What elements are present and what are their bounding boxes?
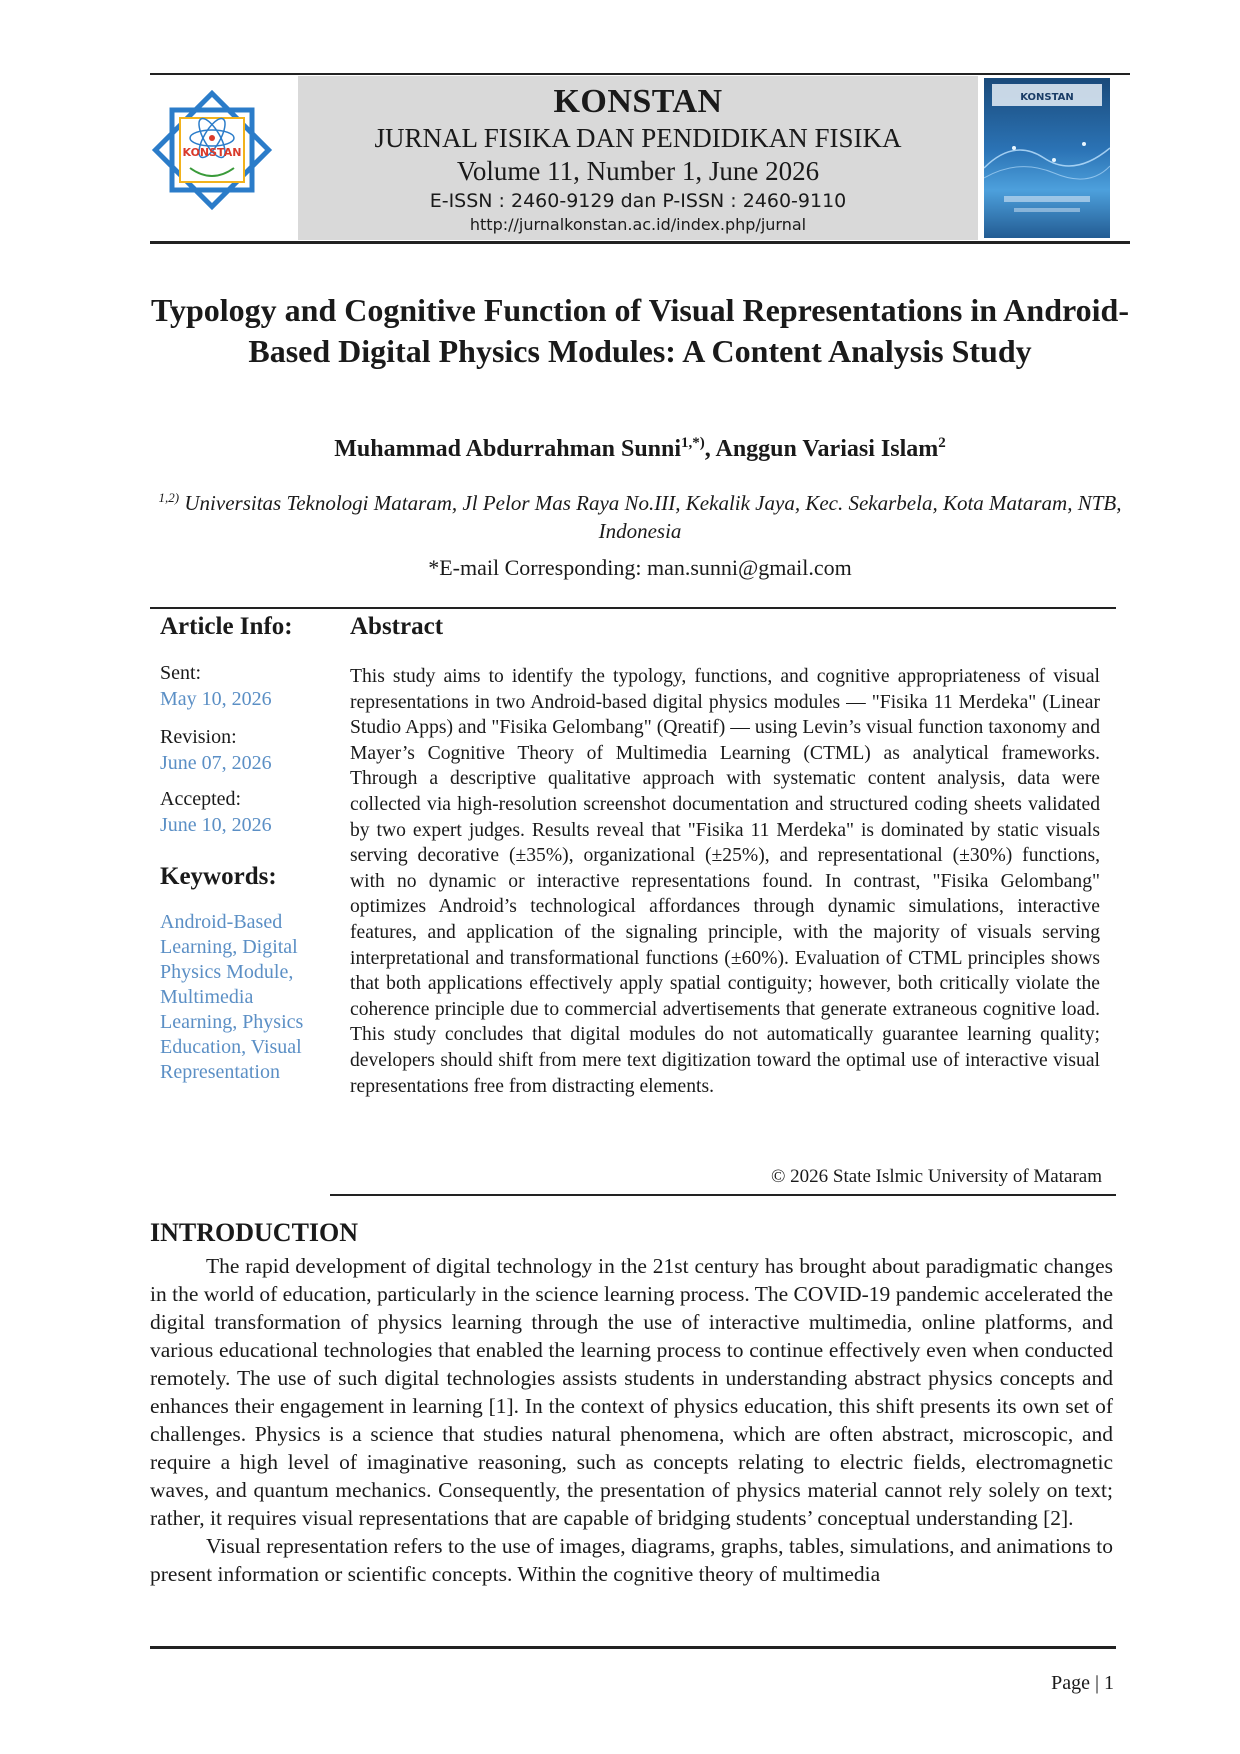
author-name: Muhammad Abdurrahman Sunni — [334, 436, 682, 462]
journal-cover-image: KONSTAN — [984, 78, 1110, 238]
revision-label: Revision: — [160, 726, 237, 748]
cover-graphic-icon — [984, 142, 1110, 212]
corresponding-email[interactable]: *E-mail Corresponding: man.sunni@gmail.c… — [428, 555, 852, 580]
author-line: Muhammad Abdurrahman Sunni1,*), Anggun V… — [150, 435, 1130, 463]
footer-rule — [150, 1646, 1116, 1649]
author-separator: , — [704, 436, 716, 462]
article-info: Article Info: Sent: May 10, 2026 Revisio… — [160, 612, 330, 1085]
journal-subtitle: JURNAL FISIKA DAN PENDIDIKAN FISIKA — [374, 123, 902, 153]
introduction-heading: INTRODUCTION — [150, 1218, 359, 1247]
copyright-notice: © 2026 State Islmic University of Matara… — [770, 1166, 1102, 1187]
article-title: Typology and Cognitive Function of Visua… — [151, 292, 1129, 369]
cover-title: KONSTAN — [1020, 92, 1074, 103]
journal-header: KONSTAN JURNAL FISIKA DAN PENDIDIKAN FIS… — [298, 76, 978, 236]
author-affiliation-mark: 2 — [938, 435, 946, 451]
abstract-text: This study aims to identify the typology… — [350, 666, 1100, 1097]
logo-text: KONSTAN — [183, 146, 242, 159]
journal-issn: E-ISSN : 2460-9129 dan P-ISSN : 2460-911… — [429, 190, 847, 212]
logo-star-icon — [151, 89, 273, 211]
sent-date: May 10, 2026 — [160, 688, 272, 710]
accepted-date: June 10, 2026 — [160, 814, 272, 836]
info-top-rule — [150, 607, 1116, 609]
author-name: Anggun Variasi Islam — [715, 436, 939, 462]
keywords-list: Android-Based Learning, Digital Physics … — [160, 911, 304, 1083]
header-band — [298, 76, 978, 240]
abstract-heading: Abstract — [350, 613, 444, 640]
introduction-paragraph: Visual representation refers to the use … — [150, 1534, 1113, 1586]
introduction-paragraph: The rapid development of digital technol… — [150, 1254, 1113, 1530]
keywords-heading: Keywords: — [160, 863, 277, 890]
introduction-body: The rapid development of digital technol… — [150, 1252, 1113, 1588]
affiliation-mark: 1,2) — [158, 490, 180, 505]
sent-label: Sent: — [160, 662, 202, 684]
affiliation-text: Universitas Teknologi Mataram, Jl Pelor … — [184, 491, 1122, 543]
journal-name: KONSTAN — [553, 83, 723, 120]
header-top-rule — [150, 73, 1130, 75]
journal-url[interactable]: http://jurnalkonstan.ac.id/index.php/jur… — [469, 215, 807, 234]
affiliation: 1,2) Universitas Teknologi Mataram, Jl P… — [150, 484, 1130, 545]
article-info-heading: Article Info: — [160, 613, 293, 640]
abstract-section: Abstract This study aims to identify the… — [350, 612, 1100, 1099]
revision-date: June 07, 2026 — [160, 752, 272, 774]
journal-logo: KONSTAN — [150, 88, 274, 212]
page-number: Page | 1 — [1051, 1672, 1114, 1694]
author-affiliation-mark: 1,*) — [681, 435, 705, 451]
journal-volume: Volume 11, Number 1, June 2026 — [456, 156, 820, 186]
accepted-label: Accepted: — [160, 788, 242, 810]
abstract-bottom-rule — [330, 1194, 1116, 1196]
header-bottom-rule — [150, 241, 1130, 244]
